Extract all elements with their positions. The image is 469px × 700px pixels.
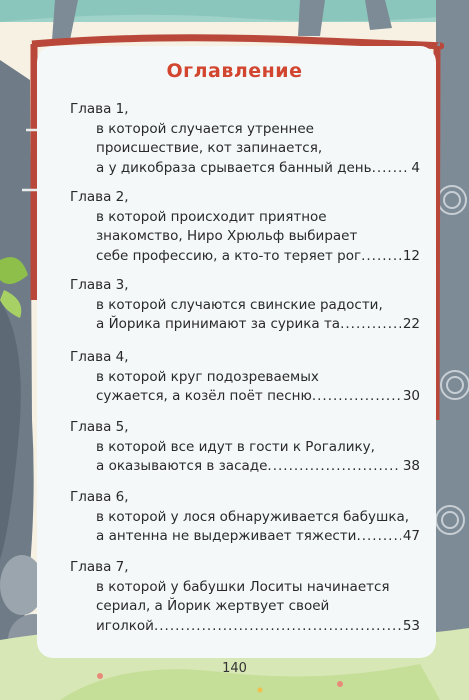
page-number: 140 — [222, 661, 247, 676]
leader-dots — [356, 527, 400, 547]
chapter-heading: Глава 4, — [70, 349, 129, 365]
chapter-description-line: сериал, а Йорик жертвует своей — [96, 598, 330, 614]
leader-dots — [312, 387, 401, 407]
chapter-description-line: а антенна не выдерживает тяжести — [96, 528, 357, 544]
toc-entry-chapter-3[interactable]: Глава 3, в которой случаются свинские ра… — [70, 276, 420, 335]
chapter-page-number: 22 — [402, 316, 420, 332]
chapter-heading: Глава 5, — [70, 419, 129, 435]
leader-dots — [372, 159, 410, 179]
toc-title: Оглавление — [166, 60, 303, 82]
chapter-heading: Глава 1, — [70, 101, 129, 117]
toc-entry-chapter-1[interactable]: Глава 1, в которой случается утреннее пр… — [70, 100, 420, 178]
chapter-heading: Глава 7, — [70, 559, 129, 575]
chapter-page-number: 30 — [402, 388, 420, 404]
chapter-description-line: в которой случается утреннее — [96, 120, 314, 137]
toc-entry-chapter-7[interactable]: Глава 7, в которой у бабушки Лоситы начи… — [70, 558, 420, 636]
toc-entry-chapter-2[interactable]: Глава 2, в которой происходит приятное з… — [70, 188, 420, 266]
chapter-description-line: в которой у бабушки Лоситы начинается — [96, 578, 390, 595]
chapter-description-line: а у дикобраза срывается банный день — [96, 159, 372, 176]
chapter-page-number: 53 — [402, 617, 420, 634]
chapter-page-number: 4 — [411, 159, 420, 176]
leader-dots — [361, 247, 401, 267]
chapter-heading: Глава 2, — [70, 189, 129, 205]
leader-dots — [267, 457, 400, 477]
chapter-description-line: в которой случаются свинские радости, — [96, 296, 383, 313]
chapter-page-number: 47 — [402, 528, 420, 544]
toc-entry-chapter-4[interactable]: Глава 4, в которой круг подозреваемых су… — [70, 348, 420, 407]
chapter-description-line: знакомство, Ниро Хрюльф выбирает — [96, 228, 358, 244]
content-panel — [37, 46, 436, 658]
chapter-page-number: 38 — [402, 458, 420, 474]
chapter-description-line: сужается, а козёл поёт песню — [96, 388, 312, 404]
chapter-description-line: а Йорика принимают за сурика та — [96, 316, 341, 332]
chapter-heading: Глава 3, — [70, 277, 129, 293]
chapter-description-line: в которой у лося обнаруживается бабушка, — [96, 508, 410, 525]
chapter-description-line: в которой происходит приятное — [96, 208, 327, 225]
chapter-heading: Глава 6, — [70, 489, 129, 505]
chapter-description-line: себе профессию, а кто-то теряет рог — [96, 247, 362, 264]
chapter-description-line: а оказываются в засаде — [96, 458, 268, 474]
chapter-description-line: иголкой — [96, 617, 154, 634]
chapter-description-line: в которой все идут в гости к Рогалику, — [96, 438, 375, 455]
toc-entry-chapter-5[interactable]: Глава 5, в которой все идут в гости к Ро… — [70, 418, 420, 477]
leader-dots — [154, 617, 401, 637]
leader-dots — [340, 315, 401, 335]
chapter-page-number: 12 — [402, 247, 420, 264]
chapter-description-line: в которой круг подозреваемых — [96, 368, 319, 385]
chapter-description-line: происшествие, кот запинается, — [96, 140, 323, 156]
toc-entry-chapter-6[interactable]: Глава 6, в которой у лося обнаруживается… — [70, 488, 420, 547]
